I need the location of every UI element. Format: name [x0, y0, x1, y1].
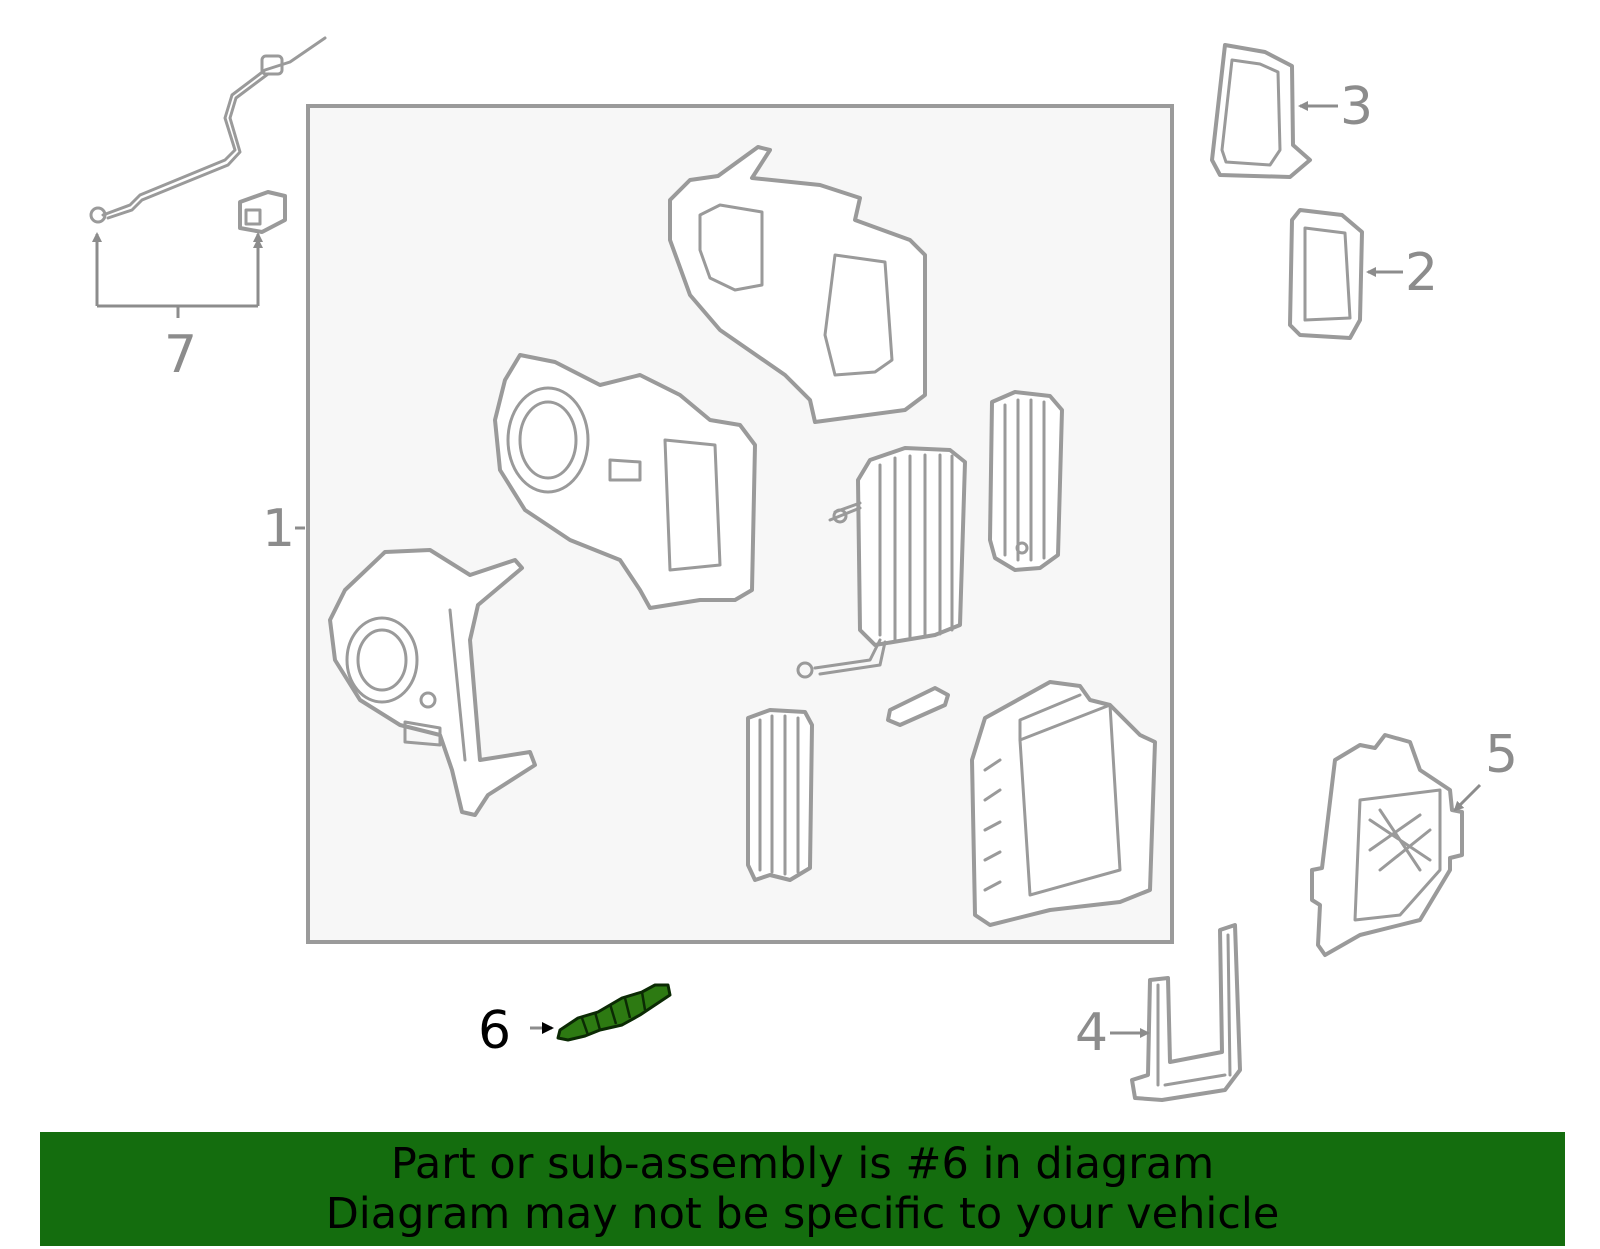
evaporator-core — [796, 446, 967, 679]
banner-line-1: Part or sub-assembly is #6 in diagram — [390, 1139, 1215, 1189]
lower-case-half — [970, 680, 1157, 927]
callout-5: 5 — [1485, 725, 1518, 785]
middle-case-half — [493, 353, 757, 610]
part-6-highlighted[interactable] — [556, 983, 672, 1042]
callout-4: 4 — [1075, 1003, 1108, 1063]
housing-part-5 — [1310, 733, 1464, 957]
blower-housing — [328, 548, 537, 817]
callout-2: 2 — [1405, 243, 1438, 303]
upper-case-half — [668, 145, 927, 424]
callout-1: 1 — [262, 499, 295, 559]
info-banner: Part or sub-assembly is #6 in diagram Di… — [40, 1132, 1565, 1246]
callout-6[interactable]: 6 — [478, 1001, 511, 1061]
callout-7: 7 — [164, 325, 197, 385]
seal-part-3 — [1210, 43, 1312, 179]
sensor-connector-part — [238, 190, 287, 234]
banner-line-2: Diagram may not be specific to your vehi… — [325, 1189, 1280, 1239]
callout-3: 3 — [1340, 77, 1373, 137]
bracket-part-4 — [1130, 923, 1242, 1102]
lower-seal — [746, 708, 814, 882]
sensor-wire-part — [89, 36, 327, 224]
small-gasket — [886, 686, 950, 727]
seal-part-2 — [1288, 208, 1364, 340]
heater-core — [988, 390, 1064, 572]
